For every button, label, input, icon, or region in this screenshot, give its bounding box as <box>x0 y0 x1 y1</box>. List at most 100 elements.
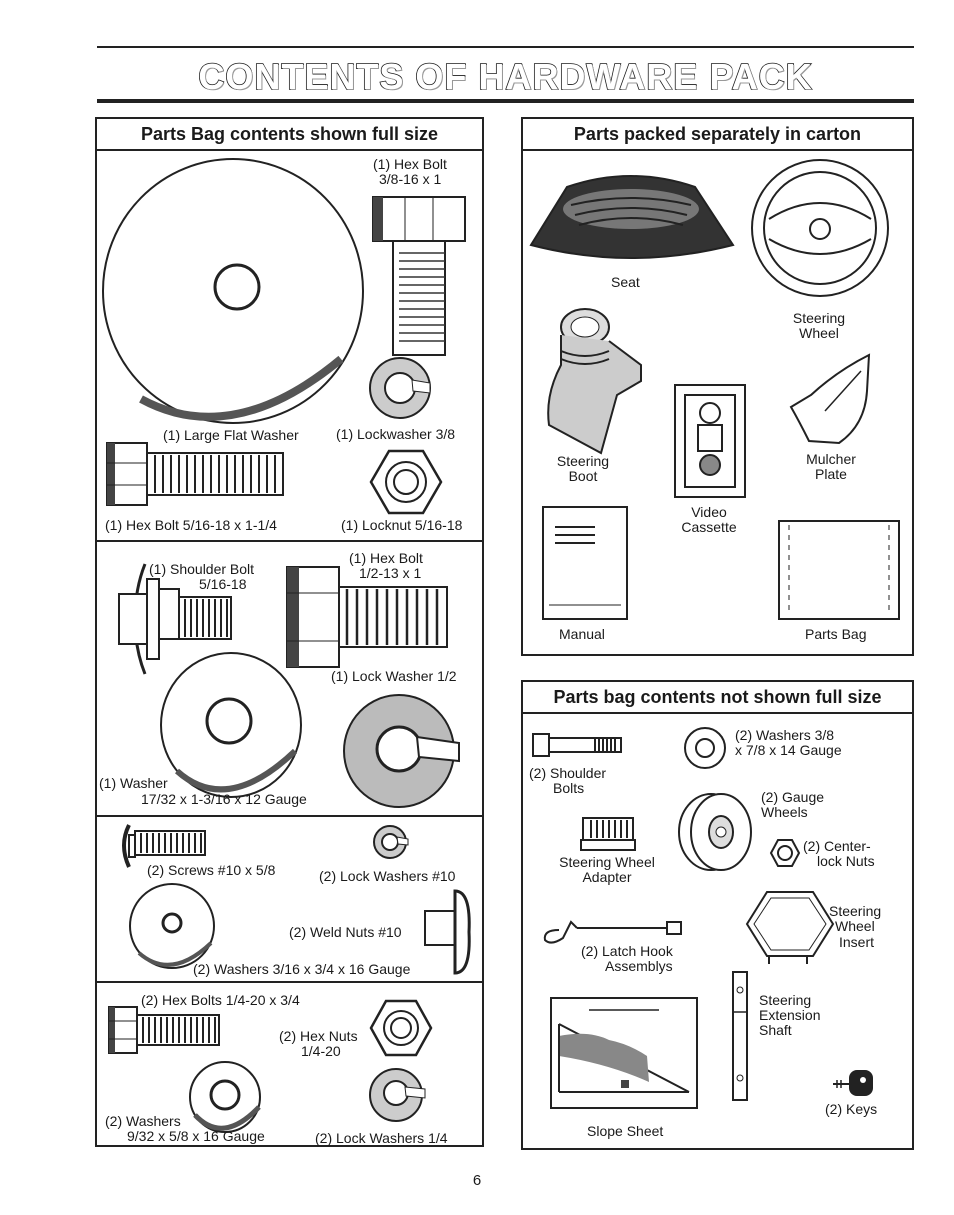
section-divider-2 <box>97 815 482 817</box>
keys-label: (2) Keys <box>825 1101 878 1117</box>
hex-bolt-12-size: 1/2-13 x 1 <box>359 565 422 581</box>
mulcher-plate-label-2: Plate <box>815 466 847 482</box>
manual-label: Manual <box>559 626 605 642</box>
washers-932-size: 9/32 x 5/8 x 16 Gauge <box>127 1128 265 1144</box>
center-lock-nuts-label-2: lock Nuts <box>817 853 875 869</box>
steering-extension-shaft-icon <box>732 971 748 1101</box>
page-number: 6 <box>472 1172 482 1189</box>
extension-shaft-label-3: Shaft <box>759 1022 792 1038</box>
slope-sheet-label: Slope Sheet <box>587 1123 664 1139</box>
full-size-parts-header: Parts Bag contents shown full size <box>97 119 482 151</box>
steering-wheel-insert-icon <box>745 891 835 964</box>
top-rule <box>97 46 914 48</box>
washer-17-32-size: 17/32 x 1-3/16 x 12 Gauge <box>141 791 307 807</box>
manual-icon <box>542 506 628 620</box>
washers-932-label: (2) Washers <box>105 1113 181 1129</box>
large-flat-washer-icon <box>102 158 364 424</box>
shoulder-bolt-icon <box>118 563 232 675</box>
washers-38-label-1: (2) Washers 3/8 <box>735 727 835 743</box>
latch-hook-label-2: Assemblys <box>605 958 673 974</box>
parts-bag-icon <box>778 520 900 620</box>
steering-wheel-adapter-icon <box>580 817 636 851</box>
lock-washer-14-icon <box>369 1068 426 1122</box>
washer-932-icon <box>189 1061 261 1133</box>
gauge-wheels-label-1: (2) Gauge <box>761 789 825 805</box>
latch-hook-label-1: (2) Latch Hook <box>581 943 673 959</box>
hex-bolt-12-icon <box>286 566 448 668</box>
slope-sheet-icon <box>550 997 698 1109</box>
hex-bolt-516-label: (1) Hex Bolt 5/16-18 x 1-1/4 <box>105 517 277 533</box>
carton-parts-header: Parts packed separately in carton <box>523 119 912 151</box>
hex-nut-14-icon <box>369 999 433 1057</box>
steering-wheel-insert-label-1: Steering <box>829 903 882 919</box>
weld-nuts-10-label: (2) Weld Nuts #10 <box>289 924 402 940</box>
screw-10-icon <box>122 824 206 868</box>
not-full-size-panel: Parts bag contents not shown full size (… <box>521 680 914 1150</box>
weld-nut-10-icon <box>424 889 471 975</box>
page-title: CONTENTS OF HARDWARE PACK <box>198 55 813 98</box>
lock-washer-10-icon <box>373 825 409 859</box>
parts-bag-label: Parts Bag <box>805 626 867 642</box>
steering-wheel-icon <box>751 159 889 297</box>
shoulder-bolts-label-2: Bolts <box>553 780 585 796</box>
hex-nuts-label: (2) Hex Nuts <box>279 1028 358 1044</box>
lock-washer-12-icon <box>343 694 460 808</box>
steering-wheel-label-2: Wheel <box>799 325 839 341</box>
section-divider-1 <box>97 540 482 542</box>
washer-17-32-label: (1) Washer <box>99 775 168 791</box>
video-cassette-label-2: Cassette <box>681 519 737 535</box>
hex-bolts-14-label: (2) Hex Bolts 1/4-20 x 3/4 <box>141 992 300 1008</box>
washer-17-32-icon <box>160 652 302 798</box>
extension-shaft-label-2: Extension <box>759 1007 821 1023</box>
not-full-size-header: Parts bag contents not shown full size <box>523 682 912 714</box>
steering-wheel-adapter-label-1: Steering Wheel <box>559 854 655 870</box>
shoulder-bolt-size: 5/16-18 <box>199 576 247 592</box>
hex-bolt-12-label: (1) Hex Bolt <box>349 550 423 566</box>
hex-nuts-size: 1/4-20 <box>301 1043 341 1059</box>
washer-316-icon <box>129 883 215 969</box>
video-cassette-icon <box>674 384 746 498</box>
mulcher-plate-icon <box>789 353 871 445</box>
lock-washers-10-label: (2) Lock Washers #10 <box>319 868 456 884</box>
lock-washers-14-label: (2) Lock Washers 1/4 <box>315 1130 448 1146</box>
section-divider-3 <box>97 981 482 983</box>
washers-316-label: (2) Washers 3/16 x 3/4 x 16 Gauge <box>193 961 411 977</box>
hex-bolt-38-size: 3/8-16 x 1 <box>379 171 442 187</box>
steering-boot-icon <box>547 308 642 455</box>
center-lock-nuts-label-1: (2) Center- <box>803 838 871 854</box>
locknut-516-label: (1) Locknut 5/16-18 <box>341 517 463 533</box>
steering-wheel-insert-label-2: Wheel <box>835 918 875 934</box>
washers-38-label-2: x 7/8 x 14 Gauge <box>735 742 842 758</box>
full-size-parts-panel: Parts Bag contents shown full size (1) H… <box>95 117 484 1147</box>
seat-label: Seat <box>611 274 640 290</box>
gauge-wheels-label-2: Wheels <box>761 804 808 820</box>
steering-wheel-label-1: Steering <box>792 310 846 326</box>
large-flat-washer-label: (1) Large Flat Washer <box>163 427 299 443</box>
title-underline <box>97 99 914 103</box>
screws-10-label: (2) Screws #10 x 5/8 <box>147 862 276 878</box>
center-lock-nut-icon <box>769 839 801 867</box>
hex-bolt-516-icon <box>106 442 284 506</box>
hex-bolt-38-icon <box>372 196 466 356</box>
video-cassette-label-1: Video <box>691 504 727 520</box>
steering-wheel-insert-label-3: Insert <box>839 934 875 950</box>
key-icon <box>833 1070 873 1096</box>
gauge-wheel-icon <box>678 793 752 871</box>
locknut-516-icon <box>369 449 443 515</box>
lockwasher-38-label: (1) Lockwasher 3/8 <box>336 426 456 442</box>
mulcher-plate-label-1: Mulcher <box>806 451 856 467</box>
hex-bolt-14-icon <box>108 1006 220 1054</box>
lock-washer-12-label: (1) Lock Washer 1/2 <box>331 668 457 684</box>
latch-hook-icon <box>543 920 682 944</box>
hex-bolt-38-label: (1) Hex Bolt <box>373 156 447 172</box>
lockwasher-38-icon <box>369 357 431 419</box>
steering-boot-label-2: Boot <box>568 468 598 484</box>
extension-shaft-label-1: Steering <box>759 992 812 1008</box>
shoulder-bolts-label-1: (2) Shoulder <box>529 765 607 781</box>
shoulder-bolt-small-icon <box>532 733 622 757</box>
washer-38-icon <box>684 727 726 769</box>
seat-icon <box>529 175 735 259</box>
steering-wheel-adapter-label-2: Adapter <box>582 869 632 885</box>
shoulder-bolt-label: (1) Shoulder Bolt <box>149 561 255 577</box>
steering-boot-label-1: Steering <box>556 453 610 469</box>
